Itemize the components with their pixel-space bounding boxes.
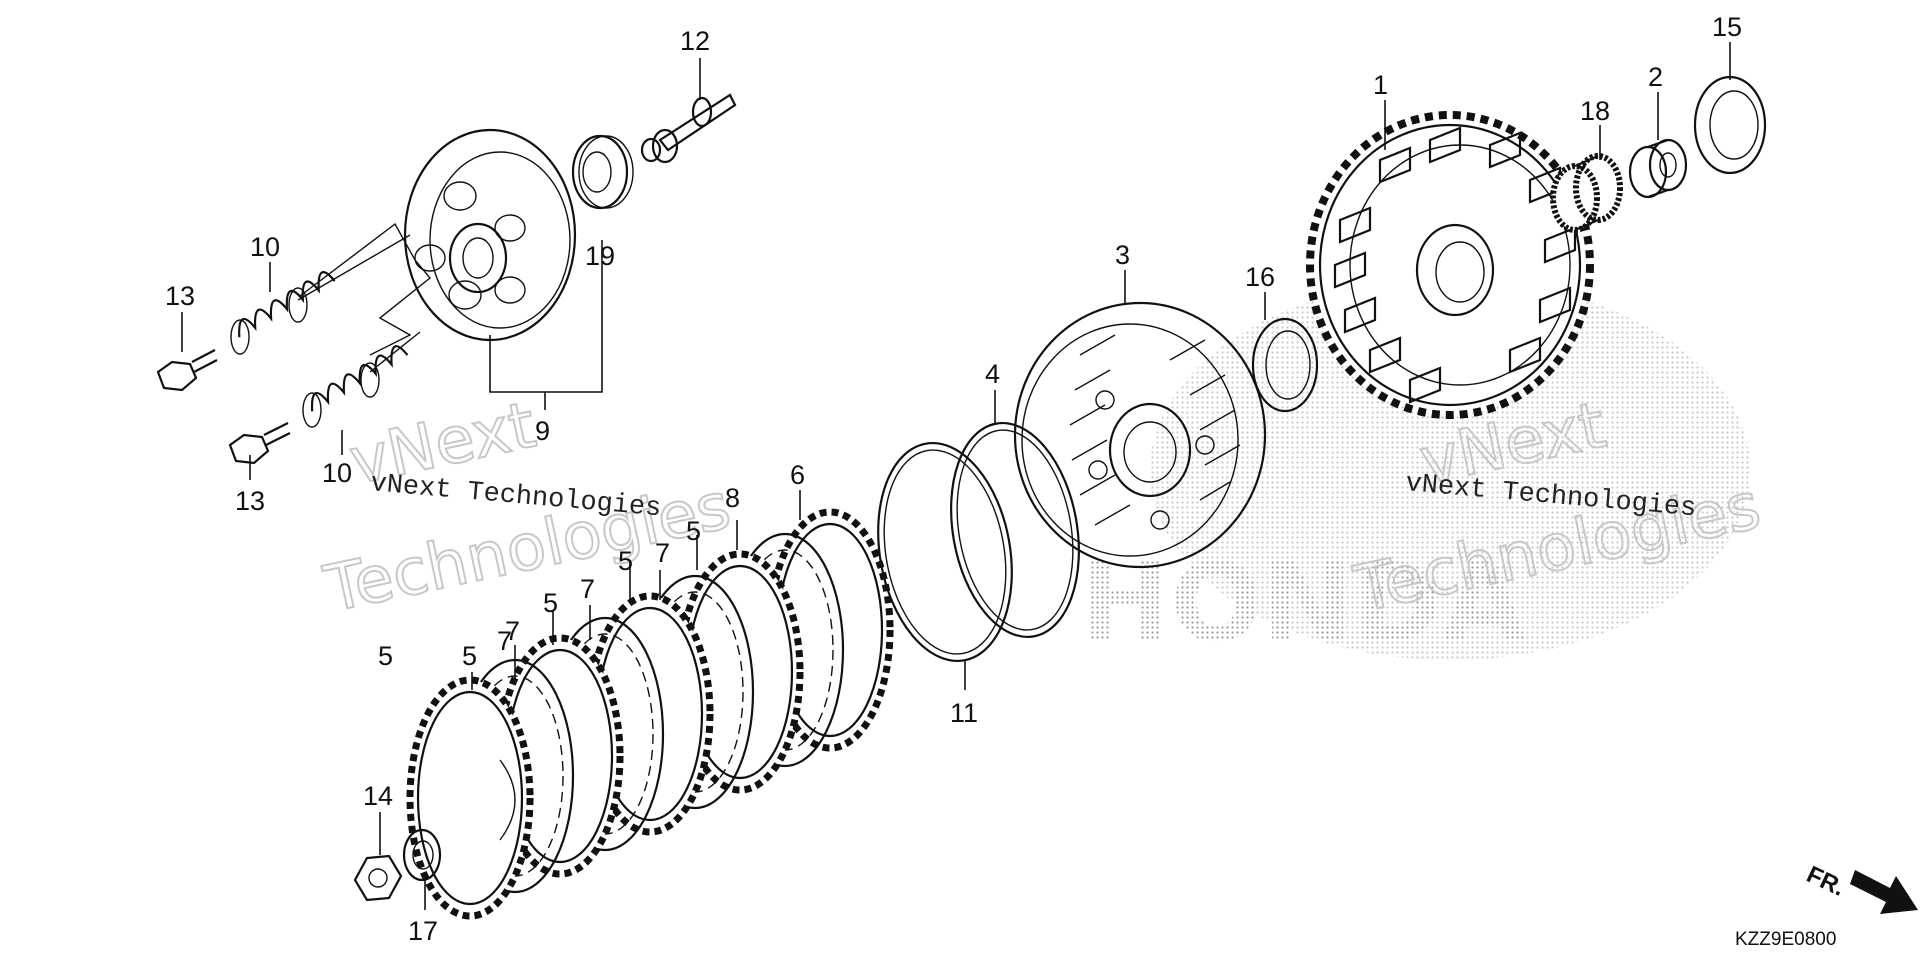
callout-17: 17 <box>408 916 438 946</box>
callout-8: 8 <box>725 483 740 513</box>
callout-5-a: 5 <box>378 641 393 671</box>
callout-4: 4 <box>985 359 1000 389</box>
callout-5-e: 5 <box>686 516 701 546</box>
callouts: 1 2 3 4 5 5 5 5 5 7 7 7 7 8 9 10 10 11 1… <box>165 12 1742 946</box>
callout-19: 19 <box>585 241 615 271</box>
callout-9: 9 <box>535 416 550 446</box>
callout-2: 2 <box>1648 62 1663 92</box>
callout-18: 18 <box>1580 96 1610 126</box>
callout-13-a: 13 <box>165 281 195 311</box>
callout-12: 12 <box>680 26 710 56</box>
callout-1: 1 <box>1373 70 1388 100</box>
lifter-rod <box>640 93 737 164</box>
judder-ring <box>950 421 1080 639</box>
collar <box>1628 138 1688 199</box>
front-arrow-icon <box>1850 870 1918 914</box>
callout-16: 16 <box>1245 262 1275 292</box>
callout-7-a: 7 <box>497 626 512 656</box>
clutch-outer <box>1306 111 1594 419</box>
bearing <box>571 134 634 210</box>
bolt-upper <box>156 349 218 392</box>
leader-lines <box>181 42 1731 910</box>
callout-5-c: 5 <box>543 588 558 618</box>
callout-13-b: 13 <box>235 486 265 516</box>
callout-14: 14 <box>363 781 393 811</box>
pressure-plate <box>299 128 577 356</box>
clutch-center <box>1013 301 1267 569</box>
bolt-lower <box>228 422 291 465</box>
diagram-code: KZZ9E0800 <box>1735 929 1836 950</box>
parts-layer <box>156 75 1767 920</box>
lock-washer <box>402 828 442 882</box>
brand-dot-field <box>1150 280 1750 660</box>
callout-7-c: 7 <box>580 574 595 604</box>
needle-bearing <box>1550 153 1623 233</box>
washer-large <box>1693 75 1767 175</box>
judder-spring <box>877 441 1013 663</box>
lock-nut <box>353 854 403 902</box>
callout-3: 3 <box>1115 240 1130 270</box>
callout-5-d: 5 <box>618 546 633 576</box>
brand-mark: HONDA <box>1080 541 1526 666</box>
callout-5-b: 5 <box>462 641 477 671</box>
front-direction-indicator: FR. <box>1802 861 1918 914</box>
friction-disc-5-1 <box>406 676 534 920</box>
thrust-washer <box>1251 317 1319 413</box>
callout-10-a: 10 <box>250 232 280 262</box>
callout-15: 15 <box>1712 12 1742 42</box>
callout-11: 11 <box>950 698 978 728</box>
callout-10-b: 10 <box>322 458 352 488</box>
callout-7-d: 7 <box>655 538 670 568</box>
clutch-spring-upper <box>230 271 336 355</box>
callout-7-b: 7 <box>505 616 520 646</box>
clutch-spring-lower <box>302 345 409 428</box>
front-direction-label: FR. <box>1802 861 1848 902</box>
callout-6-visible: 6 <box>790 460 805 490</box>
